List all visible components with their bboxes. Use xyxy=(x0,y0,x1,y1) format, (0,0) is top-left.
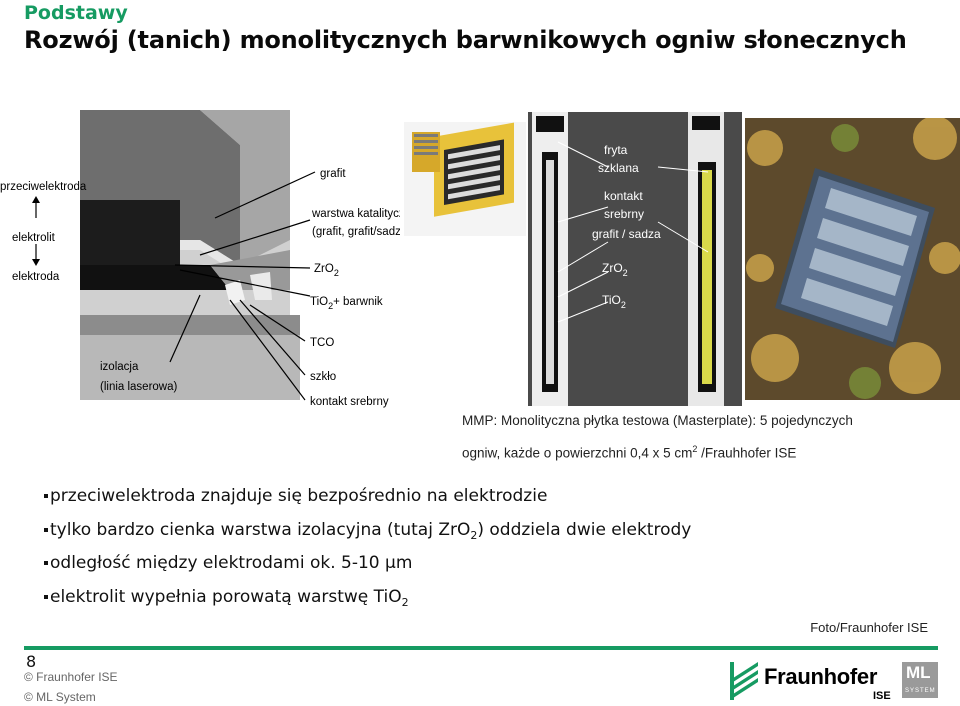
label-srebrny: srebrny xyxy=(604,207,644,221)
fraunhofer-logo-ise: ISE xyxy=(873,690,891,702)
label-tio2-barwnik: TiO2+ barwnik xyxy=(310,296,383,311)
bullet-2: tylko bardzo cienka warstwa izolacyjna (… xyxy=(50,520,691,542)
ml-system-logo-sub: SYSTEM xyxy=(905,688,936,694)
dark-layer xyxy=(80,265,230,290)
cell-cross-section-diagram: przeciwelektroda elektrolit elektroda gr… xyxy=(0,100,400,420)
photo-credit: Foto/Fraunhofer ISE xyxy=(810,620,928,635)
bullet-4: elektrolit wypełnia porowatą warstwę TiO… xyxy=(50,587,409,609)
photo-caption-line-1: MMP: Monolityczna płytka testowa (Master… xyxy=(462,413,853,428)
page-number: 8 xyxy=(26,652,36,671)
label-szklana: szklana xyxy=(598,161,639,175)
label-kontakt-srebrny: kontakt srebrny xyxy=(310,396,389,408)
bullet-3: odległość między elektrodami ok. 5-10 µm xyxy=(50,553,412,573)
label-tco: TCO xyxy=(310,337,334,349)
label-elektrolit: elektrolit xyxy=(12,232,56,244)
label-kontakt: kontakt xyxy=(604,189,643,203)
label-linia-laserowa: (linia laserowa) xyxy=(100,381,178,393)
label-grafit-sadza: (grafit, grafit/sadza) xyxy=(312,226,400,238)
bullet-1: przeciwelektroda znajduje się bezpośredn… xyxy=(50,486,547,506)
section-label: Podstawy xyxy=(24,2,128,24)
label-grafit-sadza: grafit / sadza xyxy=(592,227,661,241)
fraunhofer-logo-text: Fraunhofer xyxy=(764,664,877,690)
copyright-fraunhofer: © Fraunhofer ISE xyxy=(24,670,118,684)
label-przeciwelektroda: przeciwelektroda xyxy=(0,181,87,193)
outdoor-module-photo xyxy=(745,118,960,400)
label-izolacja: izolacja xyxy=(100,361,139,373)
photo-caption-line-2: ogniw, każde o powierzchni 0,4 x 5 cm2 /… xyxy=(462,444,796,461)
ml-system-logo-text: ML xyxy=(906,663,931,683)
label-fryta: fryta xyxy=(604,143,628,157)
label-zro2: ZrO2 xyxy=(314,263,339,278)
label-warstwa-katalityczna: warstwa katalityczna xyxy=(311,208,400,220)
footer-divider xyxy=(24,646,938,650)
masterplate-photo xyxy=(404,122,526,236)
electrolyte-channel xyxy=(80,200,180,265)
label-grafit: grafit xyxy=(320,168,346,180)
label-elektroda: elektroda xyxy=(12,271,60,283)
test-strip-photo: fryta szklana kontakt srebrny grafit / s… xyxy=(528,112,742,406)
page-title: Rozwój (tanich) monolitycznych barwnikow… xyxy=(24,26,907,54)
label-szklo: szkło xyxy=(310,371,336,383)
copyright-ml-system: © ML System xyxy=(24,690,96,704)
